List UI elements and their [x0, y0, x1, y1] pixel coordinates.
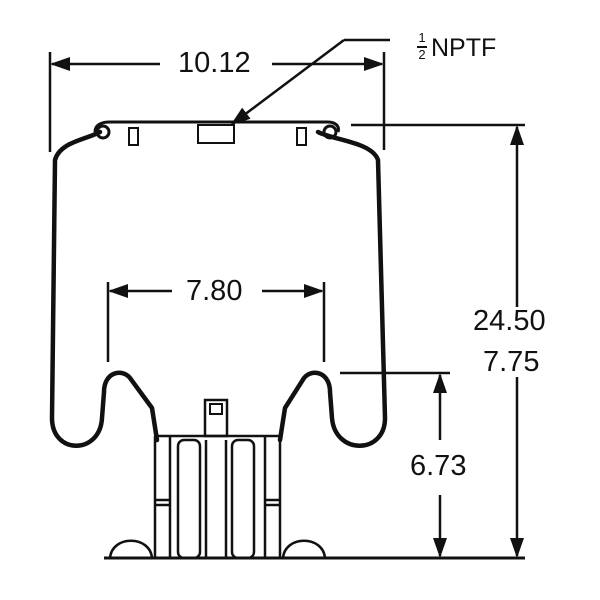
dimension-min-height: 7.75 [481, 346, 542, 378]
dimension-piston-width: 7.80 [184, 275, 245, 307]
extension-lines [48, 38, 525, 375]
bead-plate [93, 120, 340, 146]
dimension-arrows [50, 39, 524, 558]
dimension-top-width: 10.12 [176, 47, 253, 79]
port-thread-label: NPTF [431, 34, 497, 62]
dimension-piston-height: 6.73 [408, 450, 469, 482]
fraction-denominator: 2 [418, 47, 426, 62]
piston [104, 398, 525, 560]
fraction-numerator: 1 [418, 30, 426, 45]
fraction-bar [417, 46, 427, 48]
dimension-max-height: 24.50 [471, 305, 548, 337]
bellows-outline [49, 129, 388, 448]
